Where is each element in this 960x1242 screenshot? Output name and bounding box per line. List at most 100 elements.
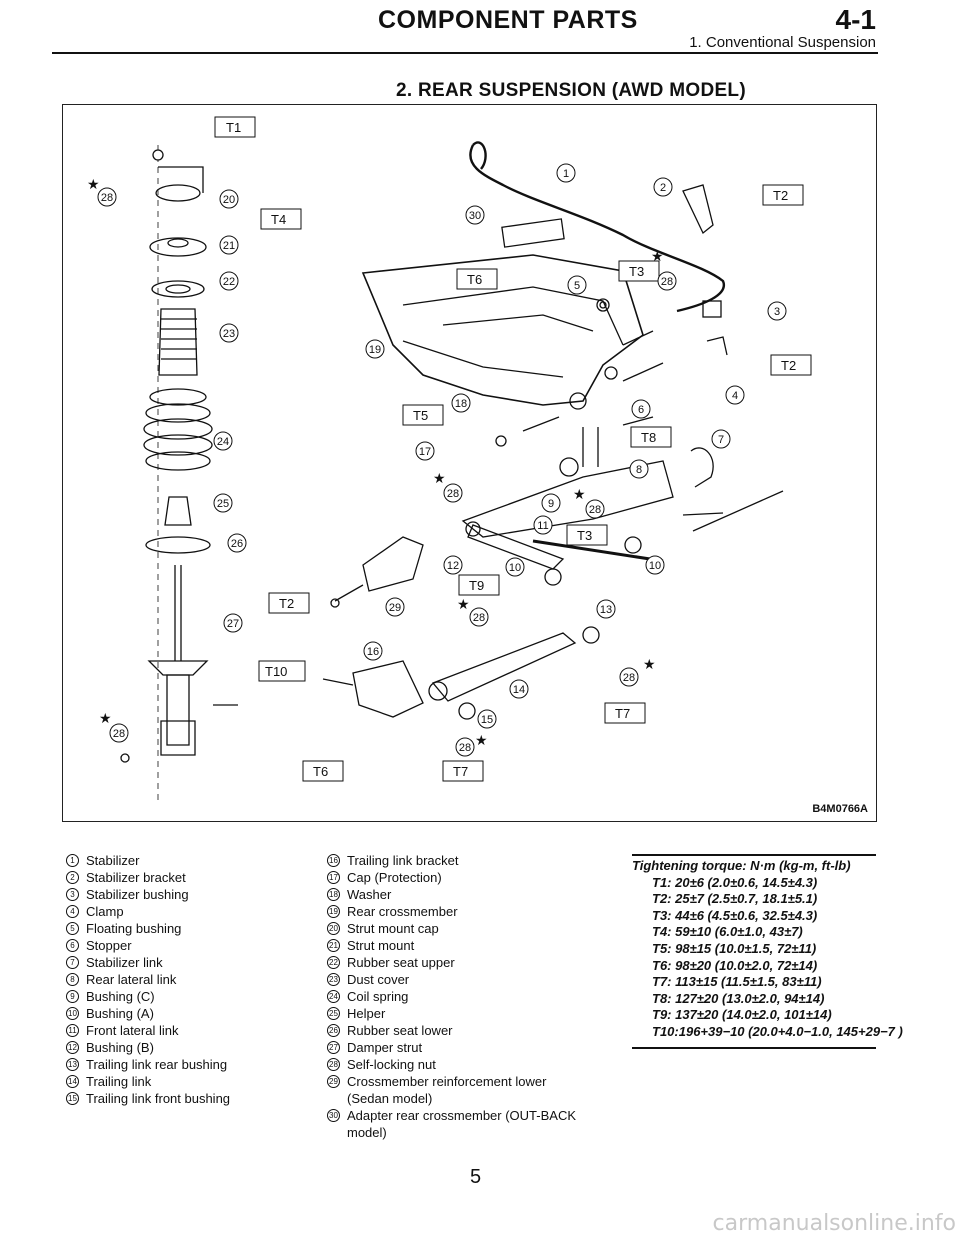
- svg-text:★: ★: [573, 487, 586, 503]
- legend-text: Rubber seat lower: [347, 1023, 453, 1038]
- legend-number: 21: [327, 939, 340, 952]
- svg-text:8: 8: [636, 464, 642, 476]
- section-title: 2. REAR SUSPENSION (AWD MODEL): [396, 80, 746, 101]
- svg-text:25: 25: [217, 498, 229, 510]
- svg-text:28: 28: [101, 192, 113, 204]
- legend-item: 1 Stabilizer: [66, 852, 316, 869]
- svg-text:12: 12: [447, 560, 459, 572]
- legend-number: 22: [327, 956, 340, 969]
- legend-text: Front lateral link: [86, 1023, 179, 1038]
- svg-text:10: 10: [509, 562, 521, 574]
- legend-text: Cap (Protection): [347, 870, 442, 885]
- legend-text: Helper: [347, 1006, 386, 1021]
- svg-text:28: 28: [473, 612, 485, 624]
- svg-text:T6: T6: [313, 764, 328, 779]
- legend-number: 29: [327, 1075, 340, 1088]
- legend-number: 20: [327, 922, 340, 935]
- svg-text:10: 10: [649, 560, 661, 572]
- legend-number: 11: [66, 1024, 79, 1037]
- legend-item: 29 Crossmember reinforcement lower (Sedan…: [327, 1073, 589, 1107]
- svg-text:9: 9: [548, 498, 554, 510]
- legend-text: Washer: [347, 887, 392, 902]
- legend-number: 23: [327, 973, 340, 986]
- legend-item: 11 Front lateral link: [66, 1022, 316, 1039]
- svg-text:22: 22: [223, 276, 235, 288]
- svg-text:T8: T8: [641, 430, 656, 445]
- legend-number: 9: [66, 990, 79, 1003]
- figure-id: B4M0766A: [812, 803, 868, 815]
- svg-text:28: 28: [661, 276, 673, 288]
- legend-text: Rear crossmember: [347, 904, 458, 919]
- legend-text: Dust cover: [347, 972, 410, 987]
- legend-item: 18 Washer: [327, 886, 589, 903]
- legend-number: 19: [327, 905, 340, 918]
- header-code: 4-1: [835, 4, 876, 35]
- legend-number: 7: [66, 956, 79, 969]
- svg-text:T7: T7: [615, 706, 630, 721]
- svg-text:T2: T2: [781, 358, 796, 373]
- diagram-drawing: T1 T4 T6 T3 T2 T2 T5 T8 T3 T9 T2 T10 T7 …: [87, 116, 812, 805]
- legend-text: Stabilizer: [86, 853, 140, 868]
- svg-text:27: 27: [227, 618, 239, 630]
- svg-text:1: 1: [563, 168, 569, 180]
- svg-text:17: 17: [419, 446, 431, 458]
- tightening-torque-box: Tightening torque: N·m (kg-m, ft-lb) T1:…: [632, 854, 903, 1049]
- legend-number: 16: [327, 854, 340, 867]
- svg-text:3: 3: [774, 306, 780, 318]
- legend-number: 25: [327, 1007, 340, 1020]
- svg-text:28: 28: [623, 672, 635, 684]
- legend-number: 17: [327, 871, 340, 884]
- svg-text:16: 16: [367, 646, 379, 658]
- header-rule: [52, 52, 878, 54]
- legend-number: 28: [327, 1058, 340, 1071]
- legend-number: 5: [66, 922, 79, 935]
- svg-text:28: 28: [589, 504, 601, 516]
- legend-number: 3: [66, 888, 79, 901]
- legend-number: 18: [327, 888, 340, 901]
- legend-text: Clamp: [86, 904, 124, 919]
- legend-number: 1: [66, 854, 79, 867]
- svg-text:T9: T9: [469, 578, 484, 593]
- legend-text: Coil spring: [347, 989, 409, 1004]
- svg-text:14: 14: [513, 684, 525, 696]
- legend-text: Stopper: [86, 938, 132, 953]
- legend-text: Crossmember reinforcement lower (Sedan m…: [347, 1074, 547, 1106]
- svg-text:T3: T3: [577, 528, 592, 543]
- watermark[interactable]: carmanualsonline.info: [712, 1211, 956, 1236]
- legend-number: 13: [66, 1058, 79, 1071]
- legend-number: 24: [327, 990, 340, 1003]
- page-number: 5: [470, 1166, 482, 1188]
- svg-text:20: 20: [223, 194, 235, 206]
- legend-item: 25 Helper: [327, 1005, 589, 1022]
- legend-text: Rear lateral link: [86, 972, 177, 987]
- header-subtitle: 1. Conventional Suspension: [689, 34, 876, 51]
- torque-row: T2: 25±7 (2.5±0.7, 18.1±5.1): [652, 891, 818, 907]
- svg-text:13: 13: [600, 604, 612, 616]
- legend-text: Trailing link bracket: [347, 853, 459, 868]
- legend-number: 14: [66, 1075, 79, 1088]
- legend-text: Stabilizer bracket: [86, 870, 186, 885]
- svg-text:★: ★: [457, 597, 470, 613]
- torque-row: T6: 98±20 (10.0±2.0, 72±14): [652, 957, 818, 973]
- legend-number: 2: [66, 871, 79, 884]
- torque-row: T5: 98±15 (10.0±1.5, 72±11): [652, 940, 817, 956]
- torque-row: T4: 59±10 (6.0±1.0, 43±7): [652, 924, 803, 940]
- svg-text:18: 18: [455, 398, 467, 410]
- svg-text:T1: T1: [226, 120, 241, 135]
- legend-item: 2 Stabilizer bracket: [66, 869, 316, 886]
- svg-text:28: 28: [459, 742, 471, 754]
- svg-text:T3: T3: [629, 264, 644, 279]
- legend-number: 15: [66, 1092, 79, 1105]
- svg-text:4: 4: [732, 390, 738, 402]
- torque-row: T1: 20±6 (2.0±0.6, 14.5±4.3): [652, 874, 818, 890]
